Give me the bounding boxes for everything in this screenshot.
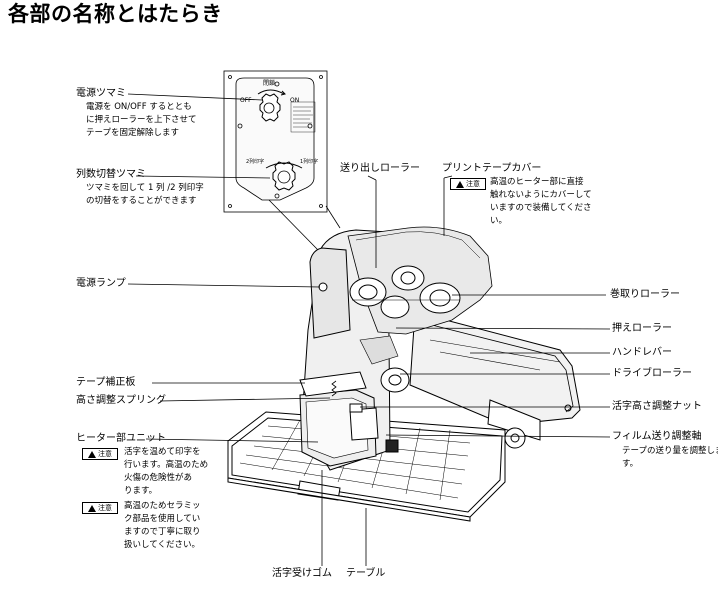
- cover-caution-badge: 注意: [450, 178, 486, 190]
- warning-icon: [456, 180, 464, 188]
- hand-lever-label: ハンドレバー: [612, 347, 672, 358]
- print-tape-cover-label: プリントテープカバー: [442, 163, 542, 174]
- heater-caution-badge-2: 注意: [82, 502, 118, 514]
- leader-lines: [127, 93, 611, 566]
- winding-roller-label: 巻取りローラー: [610, 289, 680, 300]
- inset-on-label: ON: [290, 97, 300, 104]
- column-knob-gear: [272, 161, 296, 191]
- drive-roller-label: ドライブローラー: [612, 368, 692, 379]
- power-knob-gear: [259, 93, 281, 122]
- inset-panel: [223, 70, 328, 213]
- caution-text: 注意: [98, 450, 112, 458]
- heater-caution-badge-1: 注意: [82, 448, 118, 460]
- warning-icon: [88, 504, 96, 512]
- warning-icon: [88, 450, 96, 458]
- film-feed-description: テープの送り量を調整しま す。: [622, 446, 718, 469]
- heater-unit-label: ヒーター部ユニット: [76, 433, 166, 444]
- type-height-nut-label: 活字高さ調整ナット: [612, 401, 702, 412]
- caution-text: 注意: [98, 504, 112, 512]
- feed-roller-label: 送り出しローラー: [340, 163, 420, 174]
- inset-one-column-label: 1列印字: [300, 159, 319, 165]
- inset-two-column-label: 2列印字: [246, 159, 265, 165]
- heater-caution-text-2: 高温のためセラミッ ク部品を使用してい ますので丁寧に取り 扱いしてください。: [124, 501, 201, 550]
- power-lamp-label: 電源ランプ: [76, 278, 126, 289]
- inset-lock-label: 閉鎖: [263, 80, 276, 87]
- cover-caution-text: 高温のヒーター部に直接 触れないようにカバーして いますので装備してくださ い。: [490, 177, 592, 226]
- inset-off-label: OFF: [240, 97, 252, 104]
- power-knob-description: 電源を ON/OFF するととも に押えローラーを上下させて テープを固定解除し…: [86, 102, 197, 138]
- power-knob-label: 電源ツマミ: [76, 88, 126, 99]
- type-rubber-label: 活字受けゴム: [272, 568, 332, 579]
- column-knob-label: 列数切替ツマミ: [76, 169, 146, 180]
- heater-caution-text-1: 活字を温めて印字を 行います。高温のため 火傷の危険性があ ります。: [124, 447, 209, 496]
- press-roller-label: 押えローラー: [612, 323, 672, 334]
- tape-guide-label: テープ補正板: [76, 377, 136, 388]
- height-spring-label: 高さ調整スプリング: [76, 395, 166, 406]
- table-label: テーブル: [346, 568, 386, 579]
- page-title: 各部の名称とはたらき: [8, 2, 223, 26]
- column-knob-description: ツマミを回して 1 列 /2 列印字 の切替をすることができます: [86, 183, 204, 206]
- caution-text: 注意: [466, 180, 480, 188]
- film-feed-shaft-label: フィルム送り調整軸: [612, 431, 702, 442]
